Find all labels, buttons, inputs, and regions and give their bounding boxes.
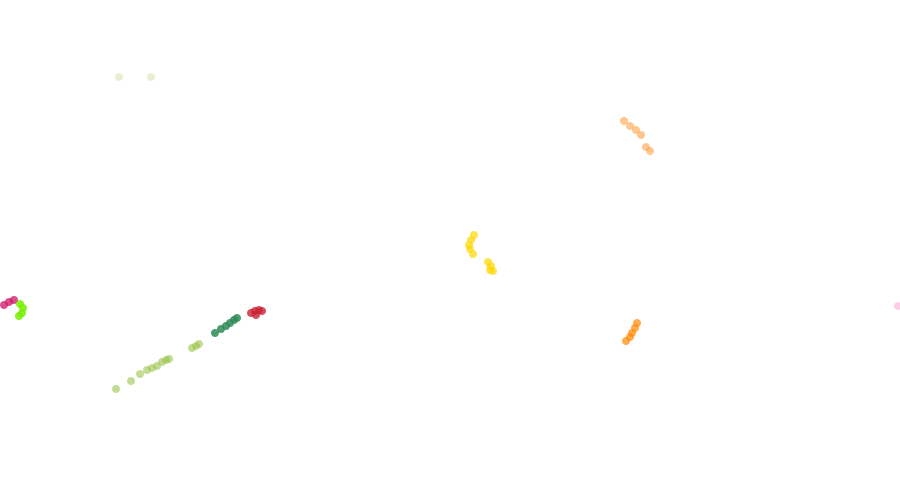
scatter-series-9 [894, 302, 900, 310]
scatter-point [637, 131, 645, 139]
scatter-point [115, 73, 123, 81]
scatter-series-6 [211, 314, 241, 337]
scatter-point [10, 296, 18, 304]
scatter-series-2 [465, 231, 497, 275]
scatter-point [620, 117, 628, 125]
scatter-point [626, 122, 634, 130]
scatter-point [147, 73, 155, 81]
scatter-point [894, 302, 900, 310]
scatter-point [469, 250, 477, 258]
scatter-series-0 [115, 73, 155, 81]
scatter-point [646, 147, 654, 155]
scatter-series-3 [622, 319, 641, 345]
points-layer [0, 73, 900, 393]
scatter-point [258, 307, 266, 315]
scatter-point [632, 126, 640, 134]
scatter-point [211, 329, 219, 337]
scatter-point [127, 377, 135, 385]
scatter-point [233, 314, 241, 322]
scatter-point [622, 337, 630, 345]
scatter-point [252, 311, 260, 319]
scatter-series-8 [112, 340, 203, 393]
scatter-series-4 [0, 296, 18, 309]
scatter-point [195, 340, 203, 348]
scatter-point [489, 267, 497, 275]
scatter-point [136, 370, 144, 378]
scatter-series-7 [247, 306, 266, 319]
scatter-point [112, 385, 120, 393]
scatter-series-1 [620, 117, 654, 155]
scatter-point [165, 355, 173, 363]
scatter-point [15, 312, 23, 320]
scatter-series-5 [15, 300, 27, 320]
